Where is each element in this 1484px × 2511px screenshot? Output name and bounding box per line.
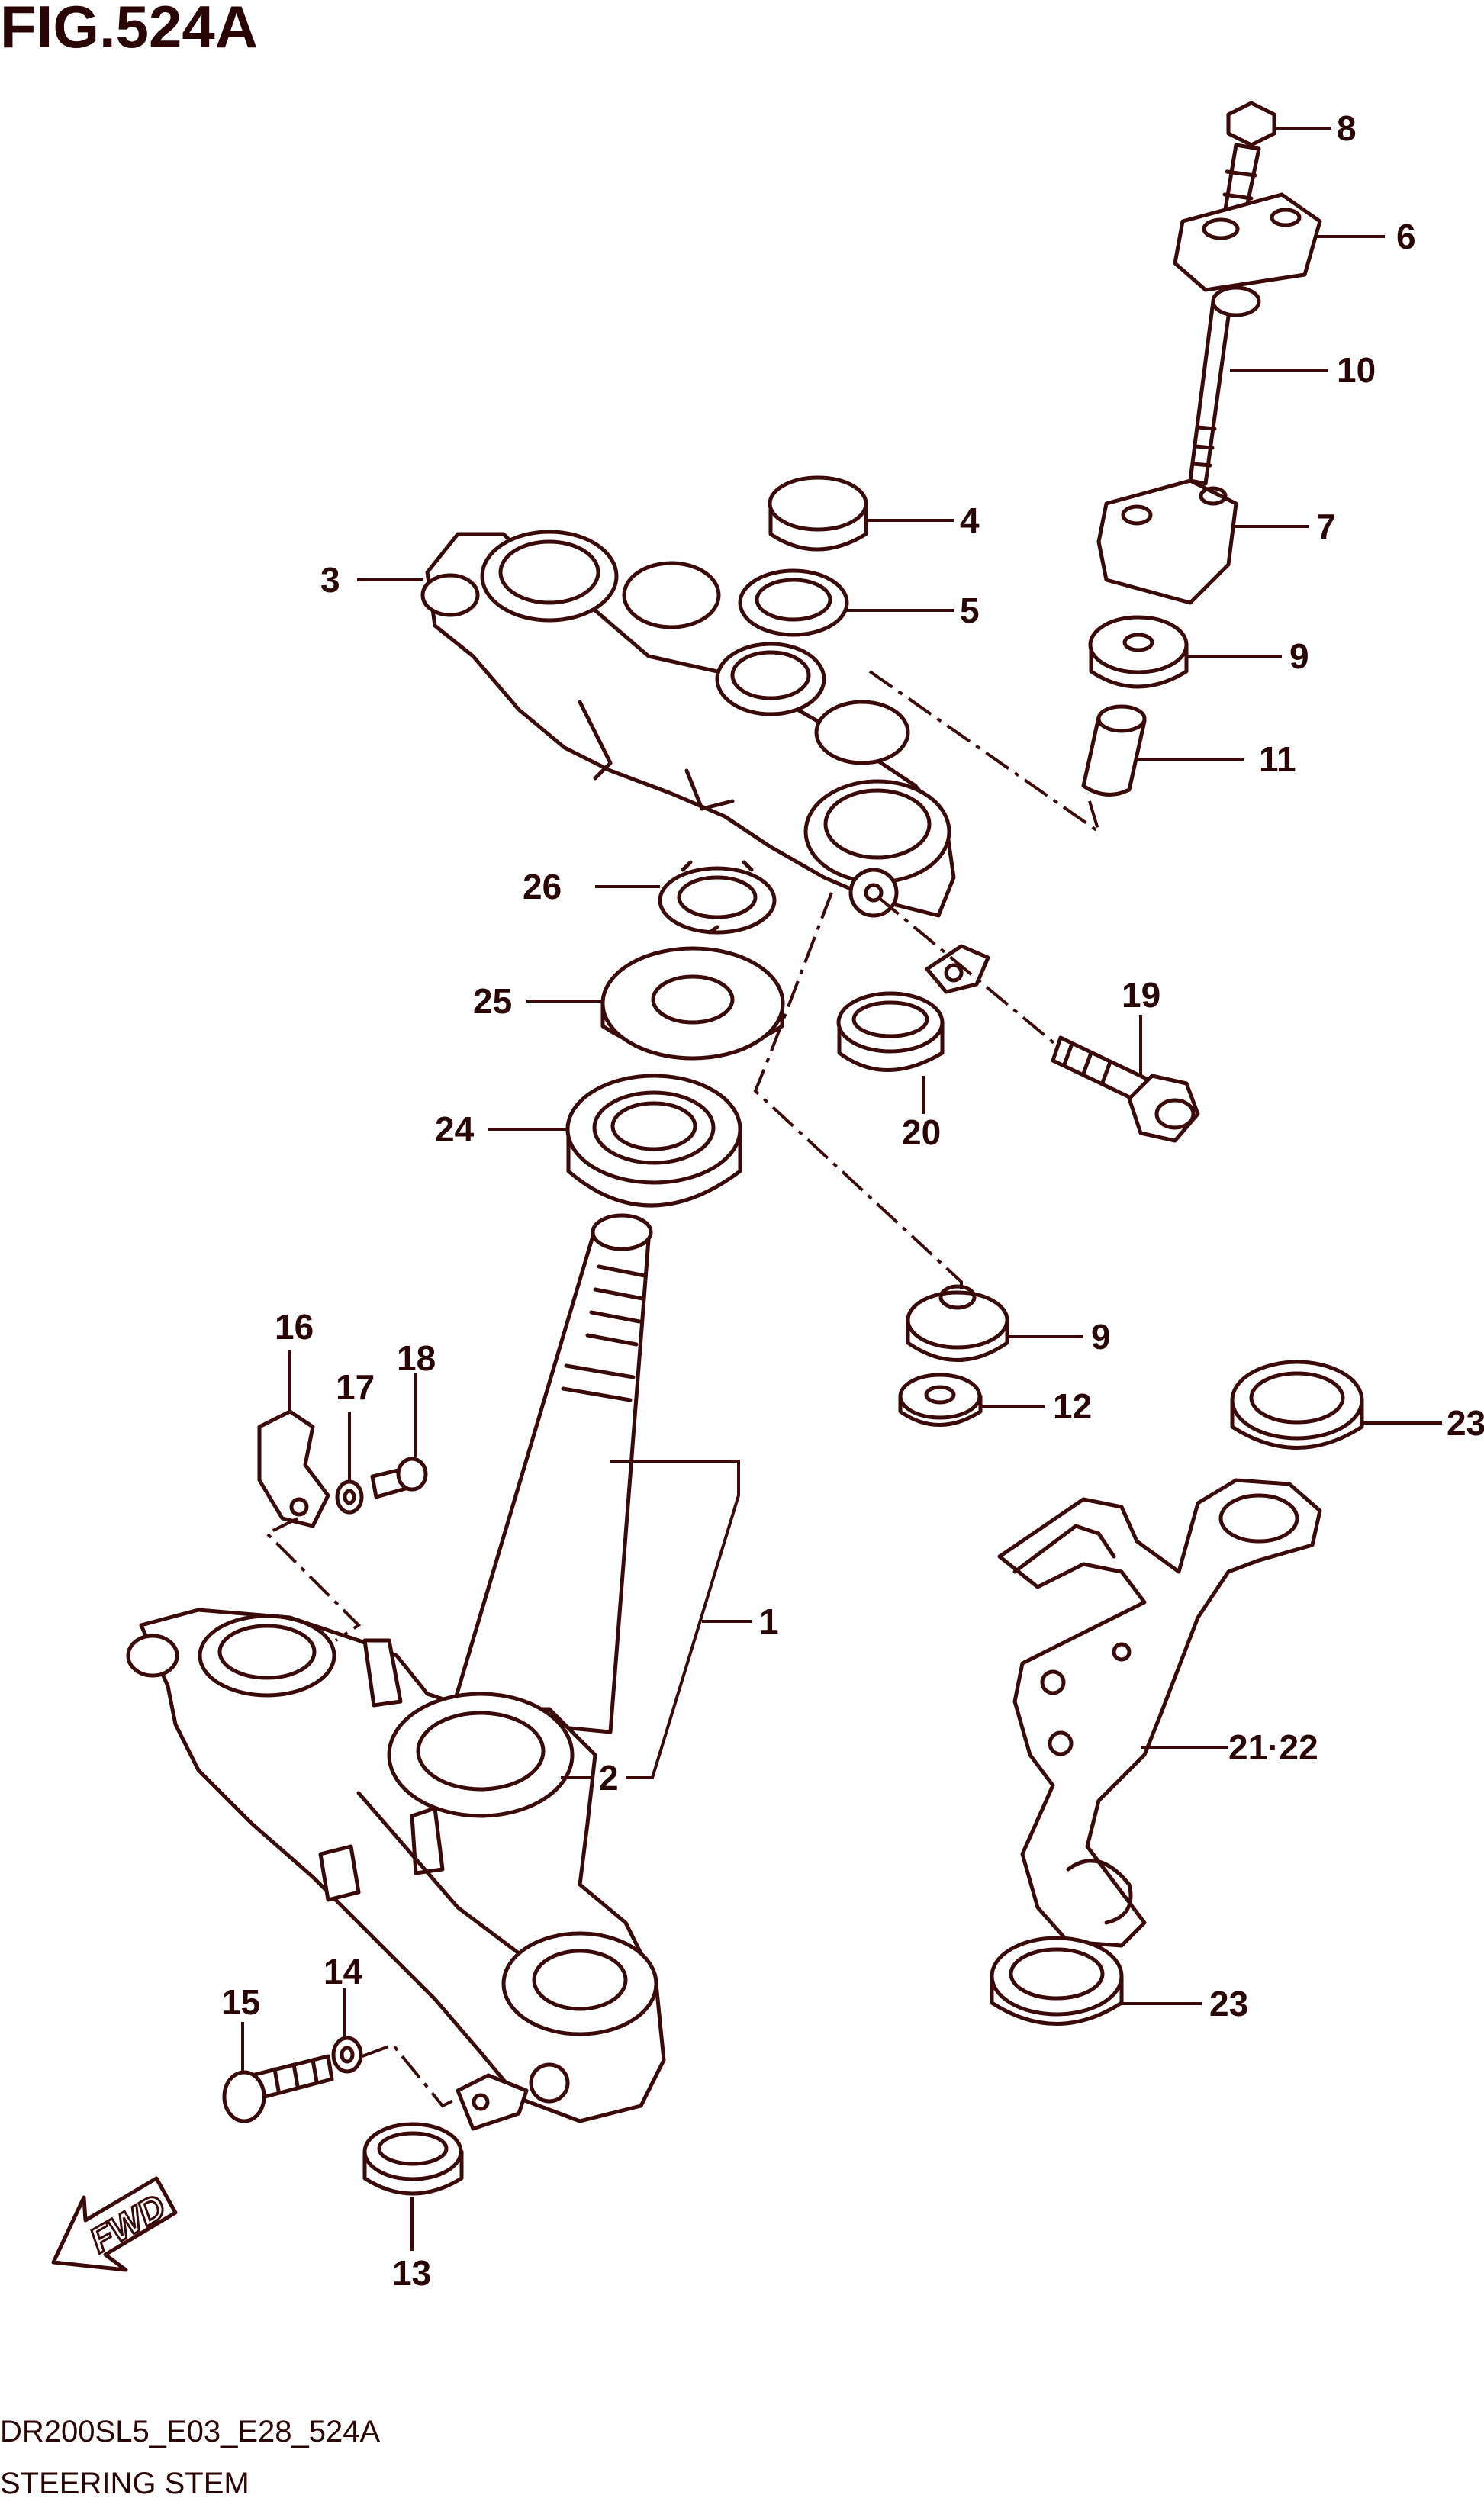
callout-16: 16 [275, 1307, 314, 1347]
part-6-clamp [1173, 192, 1322, 292]
callout-1: 1 [759, 1602, 779, 1641]
callout-20: 20 [902, 1112, 941, 1152]
callout-21-22: 21·22 [1228, 1727, 1318, 1767]
callout-6: 6 [1396, 217, 1416, 256]
part-14-washer [331, 2036, 363, 2074]
callout-18: 18 [397, 1338, 436, 1378]
figure-title: FIG.524A [0, 0, 258, 60]
part-15-bolt [222, 2054, 334, 2123]
part-9-grommet-lower [906, 1284, 1009, 1362]
part-24-bearing [565, 1074, 742, 1208]
callout-13: 13 [392, 2253, 431, 2293]
lower-bracket [126, 1608, 666, 2123]
callout-17: 17 [336, 1367, 375, 1407]
part-5-ring [738, 568, 849, 637]
part-19-bolt [1051, 1035, 1200, 1143]
callout-26: 26 [523, 867, 562, 906]
part-10-long-bolt [1188, 285, 1261, 486]
part-13-clamp [362, 2073, 529, 2196]
callout-10: 10 [1337, 350, 1376, 390]
fwd-arrow-icon: FWD [51, 2176, 178, 2272]
callout-15: 15 [221, 1982, 260, 2022]
callout-23-lower: 23 [1209, 1984, 1248, 2023]
part-21-22-bracket [997, 1478, 1322, 1948]
upper-bracket [420, 530, 956, 918]
callout-14: 14 [324, 1952, 363, 1991]
callout-8: 8 [1337, 108, 1357, 148]
callout-25: 25 [473, 981, 512, 1021]
part-23-grommet-upper [1230, 1360, 1364, 1450]
callout-19: 19 [1122, 975, 1160, 1015]
callout-24: 24 [435, 1109, 475, 1149]
part-9-grommet-upper [1088, 615, 1189, 689]
callout-23-upper: 23 [1447, 1403, 1484, 1443]
callout-11: 11 [1259, 739, 1296, 779]
part-4-cap [768, 475, 868, 552]
figure-caption: STEERING STEM [0, 2467, 249, 2500]
part-18-screw [370, 1457, 428, 1499]
part-26-nut [658, 860, 777, 935]
part-20-clamp [836, 944, 990, 1072]
part-25-washer [600, 946, 785, 1061]
callout-3: 3 [320, 560, 340, 600]
callout-9-lower: 9 [1091, 1317, 1111, 1357]
part-23-grommet-lower [990, 1936, 1124, 2026]
part-11-collar [1081, 704, 1147, 797]
callout-2: 2 [599, 1758, 619, 1798]
model-code: DR200SL5_E03_E28_524A [0, 2415, 381, 2448]
callout-5: 5 [960, 591, 980, 630]
callout-4: 4 [960, 501, 980, 540]
part-12-nut [898, 1373, 983, 1427]
part-7-holder [1096, 478, 1238, 605]
part-16-clip [257, 1409, 330, 1528]
callout-7: 7 [1316, 507, 1336, 546]
callout-12: 12 [1053, 1386, 1092, 1426]
part-17-washer [335, 1479, 364, 1515]
callout-9-upper: 9 [1289, 636, 1309, 676]
steering-stem [448, 1213, 653, 1734]
